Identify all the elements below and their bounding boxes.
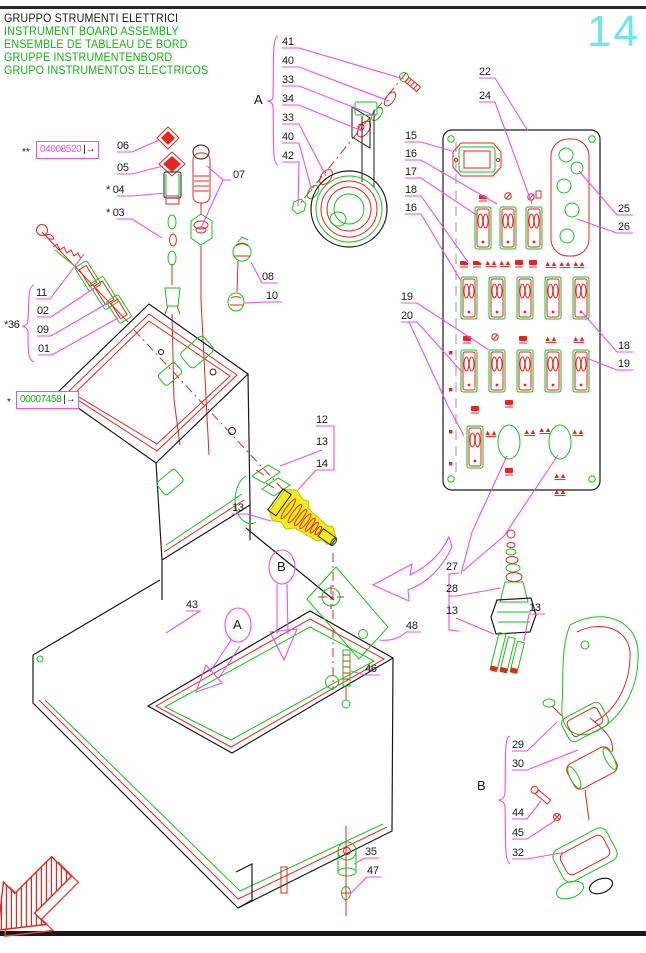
callout-13a: 13 [316,436,328,448]
key-switch-parts [36,224,132,324]
callout-27: 27 [446,561,458,573]
callout-34: 34 [282,93,294,105]
callout-40a: 40 [282,55,294,67]
ref-box2-number: 00007458 [20,394,62,405]
red-direction-arrow [0,855,80,937]
callout-33b: 33 [282,112,294,124]
callout-48: 48 [406,620,418,632]
instrument-panel-drawing [442,129,601,497]
callout-07: 07 [233,169,245,181]
callout-32: 32 [512,847,524,859]
ignition-switch-drawing [234,464,338,547]
callout-47: 47 [367,865,379,877]
callout-43: 43 [186,599,198,611]
page-number: 14 [587,7,640,56]
ref-box1-arrow-icon: |→ [83,144,96,155]
callout-05: 05 [117,162,129,174]
ref-box1: 04008520 |→ [36,141,100,159]
callout-22: 22 [479,66,491,78]
callout-30: 30 [512,758,524,770]
title-french: ENSEMBLE DE TABLEAU DE BORD [4,39,188,51]
callout-01: 01 [38,343,50,355]
callout-44: 44 [512,807,524,819]
title-spanish: GRUPO INSTRUMENTOS ELECTRICOS [4,65,209,77]
callout-04: * 04 [106,184,125,196]
callout-29: 29 [512,739,524,751]
view-bracket-a: A [254,92,263,107]
title-german: GRUPPE INSTRUMENTENBORD [4,52,173,64]
screw-46 [341,649,351,709]
horn-assembly [291,72,422,248]
callout-03: * 03 [106,207,125,219]
callout-11: 11 [36,287,47,299]
page-rules [0,6,646,936]
callout-36: *36 [4,319,20,331]
callout-28: 28 [446,583,458,595]
callout-08: 08 [262,271,274,283]
callout-35: 35 [365,846,377,858]
ref-box1-asterisks: ** [22,147,30,158]
title-italian: GRUPPO STRUMENTI ELETTRICI [4,13,179,25]
ref-box2: 00007458 |→ [16,391,80,409]
view-bracket-b: B [477,778,486,793]
toggle-switch-drawing [489,529,537,674]
view-balloon-a: A [233,617,242,632]
callout-13b: 13 [232,502,244,514]
callout-42: 42 [282,150,294,162]
callout-18b: 18 [618,340,630,352]
ref-box2-asterisk: * [7,397,11,408]
lever-assembly-drawing [530,616,639,900]
callout-15: 15 [405,130,417,142]
callout-12: 12 [316,414,328,426]
callout-20: 20 [401,310,413,322]
view-arrows [195,535,453,693]
mounting-plate-48 [306,553,389,690]
sensor-part [190,144,213,456]
callout-19a: 19 [401,291,413,303]
title-block: GRUPPO STRUMENTI ELETTRICI INSTRUMENT BO… [4,13,208,78]
bulb-parts [156,126,186,446]
leader-lines [21,35,633,895]
callout-40b: 40 [282,131,294,143]
console-body-drawing [32,303,395,909]
callout-33a: 33 [282,74,294,86]
view-balloon-b: B [277,559,286,574]
ref-box2-arrow-icon: |→ [63,394,76,405]
callout-02: 02 [37,305,49,317]
callout-24: 24 [479,90,491,102]
callout-19b: 19 [618,358,630,370]
callout-25: 25 [618,203,630,215]
callout-09: 09 [37,324,49,336]
grommet-35-47 [337,826,357,916]
callout-13c: 13 [446,605,458,617]
callout-41: 41 [282,36,294,48]
callout-45: 45 [512,827,524,839]
callout-16b: 16 [405,202,417,214]
callout-16a: 16 [405,148,417,160]
title-english: INSTRUMENT BOARD ASSEMBLY [4,26,179,38]
ref-box1-number: 04008520 [40,144,82,155]
callout-13d: 13 [529,602,541,614]
callout-26: 26 [618,221,630,233]
callout-46: 46 [365,663,377,675]
callout-18a: 18 [405,184,417,196]
knob-parts [227,236,252,312]
callout-06: 06 [117,140,129,152]
callout-10: 10 [266,290,278,302]
callout-14: 14 [316,458,328,470]
callout-17: 17 [405,166,417,178]
